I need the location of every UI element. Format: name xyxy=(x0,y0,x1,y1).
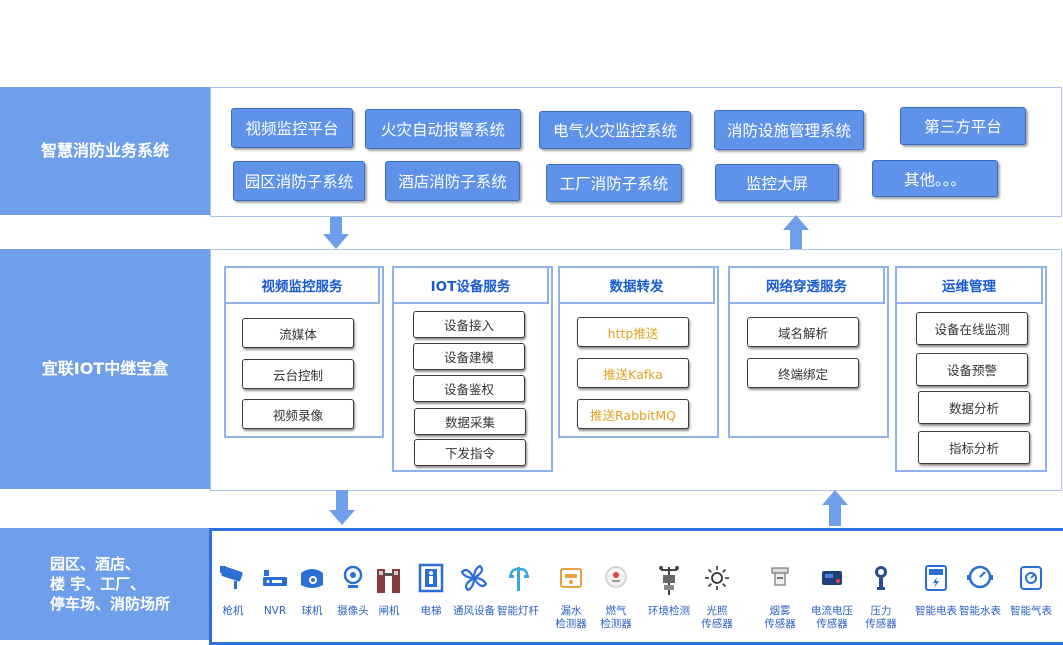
service-ops-item-4: 指标分析 xyxy=(918,431,1030,464)
service-network: 网络穿透服务 域名解析 终端绑定 xyxy=(728,266,889,438)
service-network-title: 网络穿透服务 xyxy=(728,266,885,304)
service-ops-item-1: 设备在线监测 xyxy=(916,312,1028,345)
webcam-icon xyxy=(343,565,363,588)
service-iot-item-3: 设备鉴权 xyxy=(413,375,525,402)
service-video: 视频监控服务 流媒体 云台控制 视频录像 xyxy=(224,266,384,438)
service-iot-item-1: 设备接入 xyxy=(413,311,525,338)
service-video-item-3: 视频录像 xyxy=(242,399,354,429)
service-iot-item-5: 下发指令 xyxy=(414,439,526,466)
device-label: 烟雾传感器 xyxy=(764,605,796,631)
device-label: 压力传感器 xyxy=(865,605,897,631)
service-iot-item-4: 数据采集 xyxy=(414,408,526,435)
system-electrical-fire: 电气火灾监控系统 xyxy=(539,111,691,149)
service-iot-item-2: 设备建模 xyxy=(413,343,525,370)
service-forwarding: 数据转发 http推送 推送Kafka 推送RabbitMQ xyxy=(558,266,719,438)
sites-label-line-3: 停车场、消防场所 xyxy=(50,595,171,614)
device-label: NVR xyxy=(263,605,287,617)
light-sensor-icon xyxy=(705,566,729,590)
device-label: 燃气检测器 xyxy=(600,605,632,631)
service-forwarding-item-1: http推送 xyxy=(577,317,689,347)
arrow-up-devices-to-box xyxy=(822,490,848,526)
system-facility-management: 消防设施管理系统 xyxy=(714,110,864,150)
smoke-sensor-icon xyxy=(771,567,789,586)
service-network-item-2: 终端绑定 xyxy=(747,358,859,388)
fan-icon xyxy=(460,564,488,592)
gas-meter-icon xyxy=(1020,566,1042,590)
service-network-item-1: 域名解析 xyxy=(747,317,859,347)
sites-label-line-2: 楼 宇、工厂、 xyxy=(50,574,146,593)
system-factory-fire: 工厂消防子系统 xyxy=(546,164,682,202)
system-others: 其他。。。 xyxy=(872,160,998,197)
device-label: 电流电压传感器 xyxy=(811,605,853,631)
service-video-item-2: 云台控制 xyxy=(242,359,354,389)
turnstile-icon xyxy=(377,569,400,593)
nvr-icon xyxy=(263,570,287,586)
system-video-platform: 视频监控平台 xyxy=(231,108,353,148)
device-label: 闸机 xyxy=(378,605,400,617)
device-label: 智能灯杆 xyxy=(497,605,539,617)
device-label: 漏水检测器 xyxy=(555,605,587,631)
arrow-down-business-to-box xyxy=(323,217,349,249)
service-ops-title: 运维管理 xyxy=(895,266,1043,304)
system-monitor-screen: 监控大屏 xyxy=(715,164,839,201)
smart-meter-icon xyxy=(925,565,947,591)
service-ops-item-3: 数据分析 xyxy=(918,391,1030,424)
elevator-icon xyxy=(418,563,444,593)
service-iot: IOT设备服务 设备接入 设备建模 设备鉴权 数据采集 下发指令 xyxy=(392,266,553,472)
bullet-camera-icon xyxy=(220,566,243,589)
arrow-up-box-to-business xyxy=(783,215,809,249)
water-meter-icon xyxy=(967,565,993,589)
device-label: 光照传感器 xyxy=(701,605,733,631)
service-ops: 运维管理 设备在线监测 设备预警 数据分析 指标分析 xyxy=(895,266,1047,472)
service-forwarding-item-2: 推送Kafka xyxy=(577,358,689,388)
service-forwarding-title: 数据转发 xyxy=(558,266,715,304)
service-video-title: 视频监控服务 xyxy=(224,266,380,304)
device-label: 智能水表 xyxy=(959,605,1001,617)
smart-pole-icon xyxy=(509,567,529,591)
system-third-party: 第三方平台 xyxy=(900,107,1026,145)
system-fire-alarm: 火灾自动报警系统 xyxy=(365,109,521,149)
pressure-sensor-icon xyxy=(875,566,887,590)
middleware-layer-label: 宜联IOT中继宝盒 xyxy=(0,249,210,489)
business-layer-label: 智慧消防业务系统 xyxy=(0,87,210,215)
system-hotel-fire: 酒店消防子系统 xyxy=(385,161,520,201)
device-label: 枪机 xyxy=(222,605,244,617)
service-forwarding-item-3: 推送RabbitMQ xyxy=(577,399,689,429)
device-label: 智能电表 xyxy=(915,605,957,617)
sites-label-line-1: 园区、酒店、 xyxy=(50,554,141,573)
service-video-item-1: 流媒体 xyxy=(242,318,354,348)
power-sensor-icon xyxy=(822,571,842,585)
service-iot-title: IOT设备服务 xyxy=(392,266,549,304)
device-label: 通风设备 xyxy=(453,605,495,617)
device-label: 智能气表 xyxy=(1010,605,1052,617)
system-park-fire: 园区消防子系统 xyxy=(233,161,365,201)
device-label: 球机 xyxy=(301,605,323,617)
device-label: 电梯 xyxy=(420,605,442,617)
weather-station-icon xyxy=(659,566,679,595)
dome-camera-icon xyxy=(301,569,323,588)
gas-detector-icon xyxy=(605,566,627,588)
arrow-down-box-to-devices xyxy=(329,490,355,526)
device-label: 环境检测 xyxy=(648,605,690,617)
device-label: 摄像头 xyxy=(337,605,369,617)
service-ops-item-2: 设备预警 xyxy=(916,353,1028,386)
leak-detector-icon xyxy=(560,568,582,588)
